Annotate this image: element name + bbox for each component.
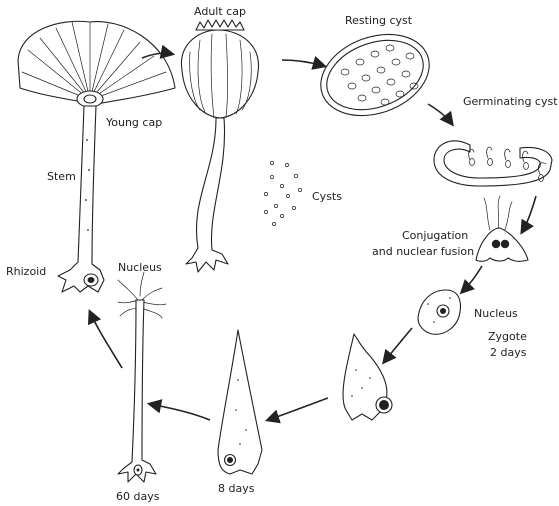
label-germinating-cyst: Germinating cyst [463, 95, 558, 108]
label-young-cap: Young cap [105, 116, 162, 129]
arrow-eight-day-to-sixty-day [150, 404, 210, 420]
zygote-cell [418, 290, 460, 334]
label-cysts: Cysts [312, 190, 342, 203]
label-nucleus-right: Nucleus [474, 307, 518, 320]
young-cap-plant [18, 21, 175, 292]
cysts-dots [264, 161, 301, 225]
resting-cyst [309, 20, 440, 130]
label-adult-cap: Adult cap [194, 5, 246, 18]
label-eight-days: 8 days [218, 482, 255, 495]
arrow-conjugation-to-zygote [462, 266, 482, 292]
conjugation-cell [476, 196, 528, 261]
label-resting-cyst: Resting cyst [345, 14, 413, 27]
label-conjugation-line2: and nuclear fusion [372, 245, 474, 258]
arrow-zygote-to-growing [384, 328, 412, 362]
arrow-sixty-day-to-young [90, 312, 122, 368]
label-sixty-days: 60 days [116, 490, 160, 503]
label-nucleus-left: Nucleus [118, 261, 162, 274]
label-stem: Stem [47, 170, 76, 183]
adult-cap-plant [181, 20, 258, 272]
arrow-germinating-to-conjugation [522, 196, 536, 232]
arrow-resting-to-germinating [428, 104, 452, 124]
cycle-arrows [90, 53, 536, 420]
label-zygote-line2: 2 days [490, 346, 527, 359]
sixty-day-plant [118, 272, 166, 482]
label-zygote-line1: Zygote [488, 330, 527, 343]
arrow-growing-to-eight-day [268, 398, 328, 420]
label-rhizoid: Rhizoid [6, 265, 46, 278]
arrow-adult-to-resting [282, 60, 324, 66]
eight-day-cell [218, 330, 262, 474]
label-conjugation-line1: Conjugation [402, 229, 468, 242]
germinating-cyst [434, 141, 552, 186]
growing-cell [343, 334, 392, 420]
